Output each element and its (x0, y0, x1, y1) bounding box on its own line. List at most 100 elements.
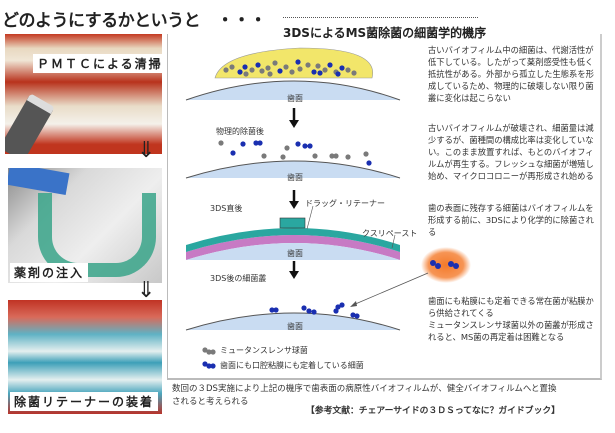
arrow-down-icon (289, 190, 299, 209)
bacterium (273, 307, 279, 313)
bacterium (229, 64, 235, 70)
drug-injection-photo: 薬剤の注入 (8, 168, 162, 283)
bacterium (284, 145, 290, 151)
bacterium (329, 153, 335, 159)
leader-line (391, 234, 396, 249)
bacterium (345, 154, 351, 160)
bacterium (307, 143, 313, 149)
drug-retainer-label: ドラッグ・リテーナー (305, 199, 385, 208)
arrow-down-icon (289, 261, 299, 279)
double-arrow-down-icon: ⇓ (137, 138, 156, 163)
bacterium (297, 66, 303, 72)
bacterium (255, 62, 261, 68)
bacterium (243, 71, 249, 77)
tooth-label: 歯面 (287, 322, 303, 331)
bacterium (257, 140, 263, 146)
explanation-paragraph: 歯の表面に残存する細菌はバイオフィルムを形成する前に、3DSにより化学的に除菌さ… (428, 203, 594, 237)
arrow-head-icon (350, 301, 357, 307)
diagram-panel (167, 34, 602, 380)
bacterium (295, 59, 301, 65)
bacterium (237, 69, 243, 75)
summary-note: 数回の３DS実施により上記の機序で歯表面の病原性バイオフィルムが、健全バイオフィ… (172, 384, 557, 394)
legend-marker-gray (202, 347, 216, 355)
tooth-line (185, 80, 401, 101)
bacterium (345, 67, 351, 73)
bacterium (242, 64, 248, 70)
bacterium (363, 151, 369, 157)
explanation-paragraph: ミュータンスレンサ球菌以外の菌叢が形成されると、MS菌の再定着は困難となる (428, 320, 594, 342)
bacterium (305, 62, 311, 68)
bacterium (272, 60, 278, 66)
summary-note: されると考えられる (172, 397, 249, 407)
bacterium (261, 153, 267, 159)
retainer-layer (186, 228, 400, 252)
bacterium (350, 312, 356, 318)
legend-marker-blue (202, 361, 216, 369)
stage-label: 3DS直後 (210, 204, 243, 213)
supply-arrow (352, 272, 429, 306)
dotted-rule (283, 17, 478, 18)
bacterium (289, 69, 295, 75)
leader-line (306, 205, 314, 230)
pmtc-photo: ＰＭＴＣによる清掃 (5, 34, 162, 154)
step-caption: ＰＭＴＣによる清掃 (33, 54, 162, 73)
bacterium (333, 308, 339, 314)
bacterium (283, 64, 289, 70)
bacterium (269, 307, 275, 313)
diagram-title: 3DSによるMS菌除菌の細菌学的機序 (283, 26, 487, 40)
bacterium (302, 143, 308, 149)
bacterium (335, 304, 341, 310)
bacteria-cluster (218, 140, 372, 166)
stage-label: 物理的除菌後 (216, 127, 264, 136)
double-arrow-down-icon: ⇓ (137, 278, 156, 303)
step-caption: 除菌リテーナーの装着 (10, 392, 159, 411)
bacterium (351, 70, 357, 76)
bacterium (240, 141, 246, 147)
bacterium (327, 62, 333, 68)
reference-citation: 【参考文献：チェアーサイドの３ＤＳってなに？ガイドブック】 (306, 406, 560, 416)
arrow-down-icon (289, 108, 299, 128)
mucosa-bacteria-blob (421, 247, 471, 283)
paste-label: クスリペースト (362, 229, 418, 238)
stage-label: 3DS後の細菌叢 (210, 274, 267, 283)
bacterium (295, 141, 301, 147)
tooth-line (185, 160, 401, 179)
main-title: どのようにするかというと ・・・ (2, 11, 267, 31)
legend-label: 歯面にも口腔粘膜にも定着している細菌 (220, 361, 364, 370)
legend-label: ミュータンスレンサ球菌 (220, 346, 308, 355)
bacterium (311, 69, 317, 75)
bacterium (312, 153, 318, 159)
bacterium (265, 65, 271, 71)
bacterium (306, 308, 312, 314)
bacterium (218, 140, 224, 146)
bacteria-cluster (223, 59, 357, 77)
bacterium (280, 154, 286, 160)
bacterium (339, 302, 345, 308)
tooth-label: 歯面 (287, 94, 303, 103)
bacterium (259, 68, 265, 74)
drug-paste-layer (186, 235, 400, 260)
tooth-label: 歯面 (287, 173, 303, 182)
bacterium (277, 68, 283, 74)
explanation-paragraph: 古いバイオフィルム中の細菌は、代謝活性が低下している。したがって薬剤感受性も低く… (428, 45, 594, 103)
retainer-photo: 除菌リテーナーの装着 (8, 300, 162, 414)
explanation-paragraph: 歯面にも粘膜にも定着できる常在菌が粘膜から供給されてくる (428, 296, 594, 318)
bacterium (315, 63, 321, 69)
bacterium (249, 67, 255, 73)
bacterium (339, 65, 345, 71)
bacterium (333, 153, 339, 159)
step-caption: 薬剤の注入 (10, 263, 89, 282)
bacterium (223, 67, 229, 73)
drug-retainer-block (279, 217, 306, 229)
mucosa-bacteria (430, 260, 459, 269)
tooth-surface (186, 243, 400, 260)
bacterium (354, 313, 360, 319)
bacterium (322, 67, 328, 73)
explanation-paragraph: 古いバイオフィルムが破壊され、細菌量は減少するが、菌種間の構成比率は変化していな… (428, 123, 594, 181)
bacterium (253, 140, 259, 146)
bacterium (230, 150, 236, 156)
bacterium (311, 309, 317, 315)
bacterium (301, 305, 307, 311)
bacterium (317, 70, 323, 76)
